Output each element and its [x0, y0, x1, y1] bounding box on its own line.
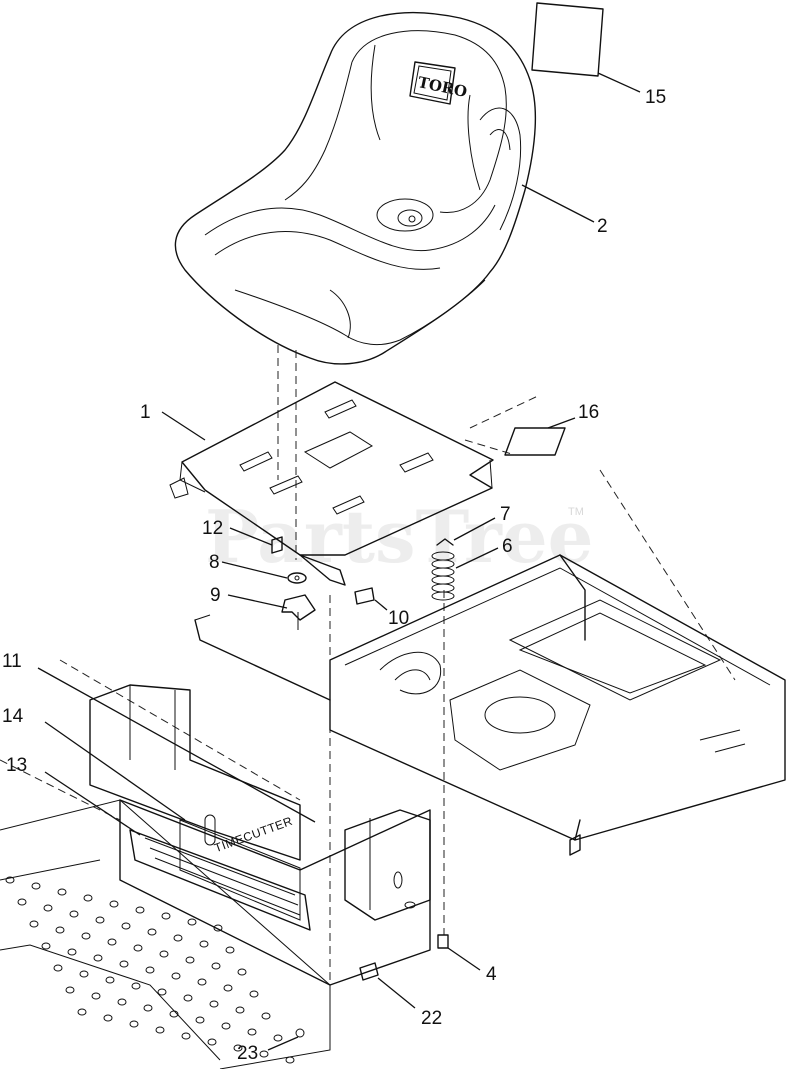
watermark-tm: TM — [568, 506, 584, 518]
floor-hole — [169, 1010, 179, 1018]
watermark-text: PartsTree — [205, 494, 593, 579]
floor-hole — [223, 984, 233, 992]
callout-7: 7 — [500, 504, 511, 525]
callout-22: 22 — [421, 1008, 442, 1029]
floor-hole — [199, 940, 209, 948]
floor-hole — [131, 982, 141, 990]
floor-hole — [107, 938, 117, 946]
floor-hole — [103, 1014, 113, 1022]
chassis-frame — [194, 554, 786, 841]
floor-hole — [197, 978, 207, 986]
floor-hole — [233, 1044, 243, 1052]
leader-lines — [37, 72, 641, 1051]
floor-hole — [181, 1032, 191, 1040]
watermark: PartsTree TM — [205, 494, 593, 579]
floor-hole — [157, 988, 167, 996]
floor-hole — [5, 876, 15, 884]
floor-hole — [17, 898, 27, 906]
floor-hole — [237, 968, 247, 976]
floor-hole — [93, 954, 103, 962]
floor-hole — [221, 1022, 231, 1030]
callout-14: 14 — [2, 706, 24, 727]
callout-11: 11 — [2, 651, 22, 672]
floor-hole — [225, 946, 235, 954]
callout-9: 9 — [210, 585, 221, 606]
floor-hole — [83, 894, 93, 902]
floor-hole — [119, 960, 129, 968]
floor-hole — [55, 926, 65, 934]
floor-hole — [207, 1038, 217, 1046]
floor-hole — [29, 920, 39, 928]
floor-hole — [143, 1004, 153, 1012]
floor-hole — [171, 972, 181, 980]
floor-hole — [261, 1012, 271, 1020]
seat-plate — [169, 381, 494, 586]
floor-hole — [67, 948, 77, 956]
floor-hole — [187, 918, 197, 926]
floor-hole — [77, 1008, 87, 1016]
floor-hole — [161, 912, 171, 920]
floor-hole — [31, 882, 41, 890]
floor-hole — [129, 1020, 139, 1028]
floor-hole — [95, 916, 105, 924]
floor-hole — [57, 888, 67, 896]
floor-hole — [91, 992, 101, 1000]
callouts: 15 2 1 16 12 8 9 10 7 6 11 14 13 4 22 23 — [2, 87, 666, 1064]
floor-hole — [145, 966, 155, 974]
floor-hole — [247, 1028, 257, 1036]
front-panel: TIMECUTTER — [0, 684, 431, 1069]
floor-hole — [211, 962, 221, 970]
floor-hole — [195, 1016, 205, 1024]
floor-holes — [5, 876, 295, 1064]
floor-hole — [159, 950, 169, 958]
callout-16: 16 — [578, 402, 599, 423]
callout-23: 23 — [237, 1043, 258, 1064]
floor-hole — [259, 1050, 269, 1058]
callout-12: 12 — [202, 518, 223, 539]
floor-hole — [213, 924, 223, 932]
callout-8: 8 — [209, 552, 220, 573]
floor-hole — [135, 906, 145, 914]
floor-hole — [43, 904, 53, 912]
callout-10: 10 — [388, 608, 409, 629]
decal-15 — [531, 2, 604, 77]
spring-assembly — [354, 538, 455, 605]
floor-hole — [209, 1000, 219, 1008]
floor-hole — [69, 910, 79, 918]
floor-hole — [79, 970, 89, 978]
floor-hole — [133, 944, 143, 952]
floor-hole — [109, 900, 119, 908]
floor-hole — [173, 934, 183, 942]
seat: TORO — [174, 12, 537, 365]
floor-hole — [121, 922, 131, 930]
floor-hole — [65, 986, 75, 994]
floor-hole — [185, 956, 195, 964]
callout-2: 2 — [597, 216, 608, 237]
callout-15: 15 — [645, 87, 666, 108]
floor-hole — [285, 1056, 295, 1064]
floor-hole — [117, 998, 127, 1006]
knob-assembly — [271, 536, 316, 630]
floor-hole — [53, 964, 63, 972]
projection-lines — [0, 345, 736, 1010]
floor-hole — [81, 932, 91, 940]
floor-hole — [235, 1006, 245, 1014]
floor-hole — [249, 990, 259, 998]
floor-hole — [105, 976, 115, 984]
decal-16 — [504, 427, 566, 456]
seat-brand-label: TORO — [416, 73, 468, 101]
floor-hole — [41, 942, 51, 950]
bolts — [295, 834, 581, 1038]
floor-hole — [155, 1026, 165, 1034]
callout-4: 4 — [486, 964, 497, 985]
floor-hole — [273, 1034, 283, 1042]
callout-13: 13 — [6, 755, 27, 776]
callout-1: 1 — [140, 402, 151, 423]
floor-hole — [183, 994, 193, 1002]
callout-6: 6 — [502, 536, 513, 557]
floor-hole — [147, 928, 157, 936]
